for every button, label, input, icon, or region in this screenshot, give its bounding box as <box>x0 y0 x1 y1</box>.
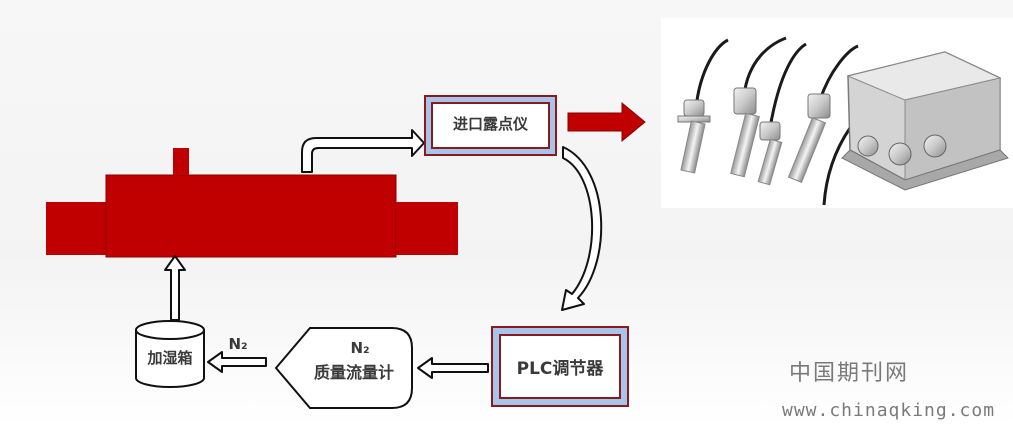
chamber-left-flange <box>46 202 108 255</box>
massflow-meter-label: 质量流量计 <box>313 363 394 382</box>
cable-gland-3 <box>923 134 947 158</box>
probe-cable-3 <box>768 42 807 129</box>
chamber-body <box>105 174 397 258</box>
cable-gland-1 <box>857 135 879 157</box>
probe-2 <box>730 87 760 178</box>
transmitter-housing <box>841 51 1009 191</box>
inlet-dewpoint-label: 进口露点仪 <box>452 115 528 133</box>
probe-cable-1 <box>694 38 729 109</box>
probe-4 <box>787 93 831 183</box>
housing-cable <box>822 127 852 206</box>
arrow-dewpoint-to-plc <box>561 146 603 311</box>
probe-3 <box>757 121 783 186</box>
arrow-massflow-to-humidifier <box>207 351 267 373</box>
watermark-name: 中国期刊网 <box>789 361 910 386</box>
plc-controller-label: PLC调节器 <box>516 359 604 379</box>
watermark-url: www.chinaqking.com <box>782 400 996 421</box>
arrow-chamber-to-dewpoint <box>301 129 425 173</box>
massflow-meter-shape <box>274 327 413 409</box>
dewpoint-transmitter-photo <box>661 18 1013 208</box>
humidifier-cylinder <box>135 320 205 388</box>
test-chamber <box>46 148 458 258</box>
inlet-dewpoint-box <box>424 95 557 156</box>
massflow-n2-label: N₂ <box>350 339 370 357</box>
probe-cable-4 <box>818 44 859 101</box>
arrow-plc-to-massflow <box>417 357 489 379</box>
arrow-to-instruments <box>567 101 646 143</box>
chamber-inlet-stub <box>173 148 189 175</box>
n2-flow-label: N₂ <box>228 335 248 353</box>
cable-gland-2 <box>888 142 912 166</box>
arrow-humidifier-to-chamber <box>164 255 186 321</box>
mounting-plate <box>841 149 1009 191</box>
probe-1 <box>677 99 711 174</box>
probe-cable-2 <box>742 36 787 97</box>
humidifier-label: 加湿箱 <box>147 349 193 367</box>
plc-controller-box <box>491 326 629 407</box>
chamber-right-flange <box>396 202 458 255</box>
